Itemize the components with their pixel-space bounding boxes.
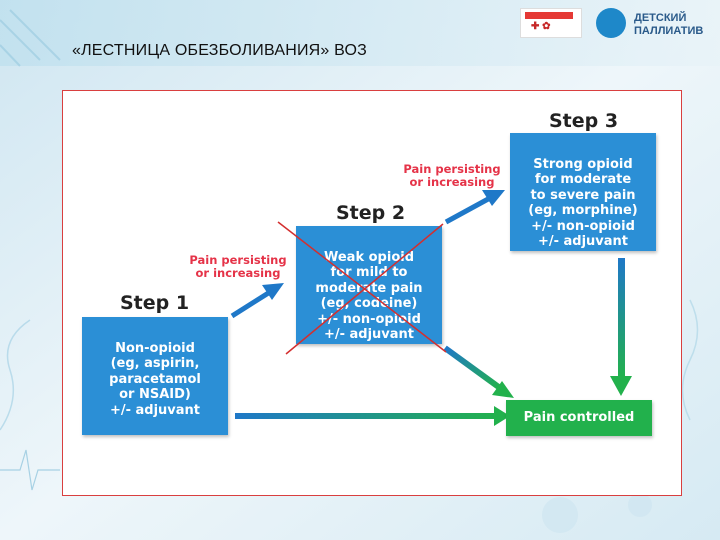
- arrow-step1-to-pain-controlled: [235, 406, 510, 426]
- note-pain-persisting-2: Pain persisting or increasing: [403, 162, 501, 189]
- step1-box: Non-opioid (eg, aspirin, paracetamol or …: [82, 317, 228, 435]
- step2-box: Weak opioid for mild to moderate pain (e…: [296, 226, 442, 344]
- arrow-step2-to-pain-controlled: [443, 345, 514, 398]
- step1-label: Step 1: [120, 292, 190, 314]
- step3-label: Step 3: [549, 110, 619, 132]
- slide-title: «ЛЕСТНИЦА ОБЕЗБОЛИВАНИЯ» ВОЗ: [72, 42, 368, 59]
- step2-label: Step 2: [336, 202, 406, 224]
- children-palliative-logo-text: ДЕТСКИЙ ПАЛЛИАТИВ: [634, 12, 704, 37]
- arrow-step1-to-step2: [230, 283, 284, 319]
- pain-controlled-box: Pain controlled: [506, 400, 652, 436]
- note-pain-persisting-1: Pain persisting or increasing: [189, 253, 287, 280]
- children-palliative-logo-icon: [596, 8, 626, 38]
- step1-box-text: Non-opioid (eg, aspirin, paracetamol or …: [109, 340, 201, 418]
- step2-box-text: Weak opioid for mild to moderate pain (e…: [315, 249, 423, 343]
- step3-box: Strong opioid for moderate to severe pai…: [510, 133, 656, 251]
- step3-box-text: Strong opioid for moderate to severe pai…: [528, 156, 638, 250]
- arrow-step3-to-pain-controlled: [610, 258, 632, 396]
- arrow-step2-to-step3: [444, 190, 505, 225]
- partner-logo: ✚ ✿: [520, 8, 582, 38]
